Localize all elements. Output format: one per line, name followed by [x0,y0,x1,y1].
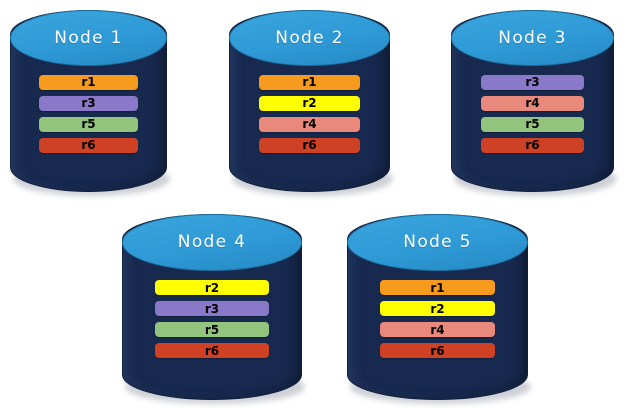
replica-bar[interactable]: r5 [481,116,584,132]
replica-bar[interactable]: r3 [481,74,584,90]
replica-bar[interactable]: r6 [380,343,495,359]
replica-bar[interactable]: r4 [481,95,584,111]
cylinder-top-ellipse [229,10,390,66]
cylinder-top-ellipse [122,214,302,271]
replica-bar[interactable]: r1 [39,74,138,90]
replica-bar[interactable]: r6 [39,137,138,153]
replica-bar[interactable]: r3 [155,301,269,317]
replica-bar[interactable]: r2 [155,280,269,296]
node-cylinder-1[interactable]: Node 1 r1 r3 r5 r6 [10,10,170,196]
replica-bar[interactable]: r6 [481,137,584,153]
replica-bar[interactable]: r1 [258,74,361,90]
replica-bar[interactable]: r1 [380,280,495,296]
replica-bar[interactable]: r3 [39,95,138,111]
node-cylinder-3[interactable]: Node 3 r3 r4 r5 r6 [451,10,617,196]
replica-list: r3 r4 r5 r6 [481,74,584,153]
node-label: Node 5 [403,232,472,253]
replica-bar[interactable]: r6 [258,137,361,153]
replica-bar[interactable]: r5 [39,116,138,132]
replica-list: r1 r2 r4 r6 [258,74,361,153]
node-label: Node 1 [54,27,123,48]
cylinder-top-ellipse [347,214,528,271]
replica-list: r1 r3 r5 r6 [39,74,138,153]
cylinder-top-ellipse [10,10,167,66]
node-cylinder-4[interactable]: Node 4 r2 r3 r5 r6 [122,214,305,404]
replica-bar[interactable]: r2 [258,95,361,111]
replica-bar[interactable]: r6 [155,343,269,359]
replica-bar[interactable]: r4 [380,322,495,338]
node-label: Node 4 [177,232,247,253]
replica-bar[interactable]: r4 [258,116,361,132]
node-label: Node 3 [498,27,567,48]
replica-list: r1 r2 r4 r6 [380,280,495,359]
node-label: Node 2 [275,27,344,48]
replica-bar[interactable]: r2 [380,301,495,317]
node-cylinder-5[interactable]: Node 5 r1 r2 r4 r6 [347,214,531,404]
replica-list: r2 r3 r5 r6 [155,280,269,359]
node-cylinder-2[interactable]: Node 2 r1 r2 r4 r6 [229,10,393,196]
cylinder-top-ellipse [451,10,614,66]
replica-bar[interactable]: r5 [155,322,269,338]
